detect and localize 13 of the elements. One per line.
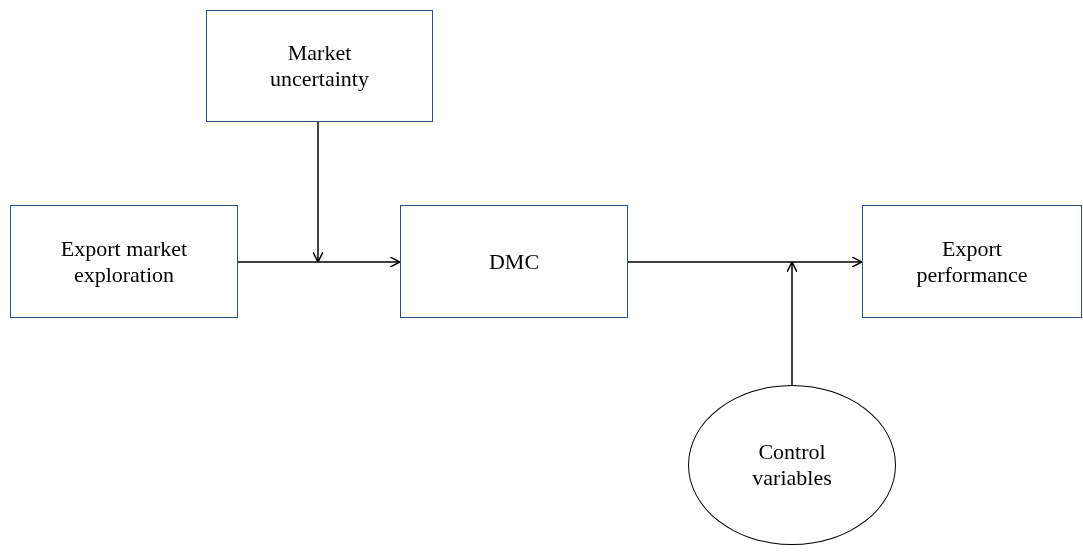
process-box — [10, 205, 238, 318]
process-box — [400, 205, 628, 318]
process-box — [206, 10, 433, 122]
node-label: Market uncertainty — [269, 40, 370, 92]
arrow — [786, 261, 798, 386]
arrow — [312, 121, 324, 263]
node-label: DMC — [487, 248, 541, 275]
arrow — [627, 256, 863, 268]
process-box — [862, 205, 1082, 318]
node-label: Export performance — [915, 235, 1029, 288]
arrow — [237, 256, 401, 268]
node-label: Control variables — [751, 439, 833, 491]
node-label: Export market exploration — [59, 235, 189, 288]
